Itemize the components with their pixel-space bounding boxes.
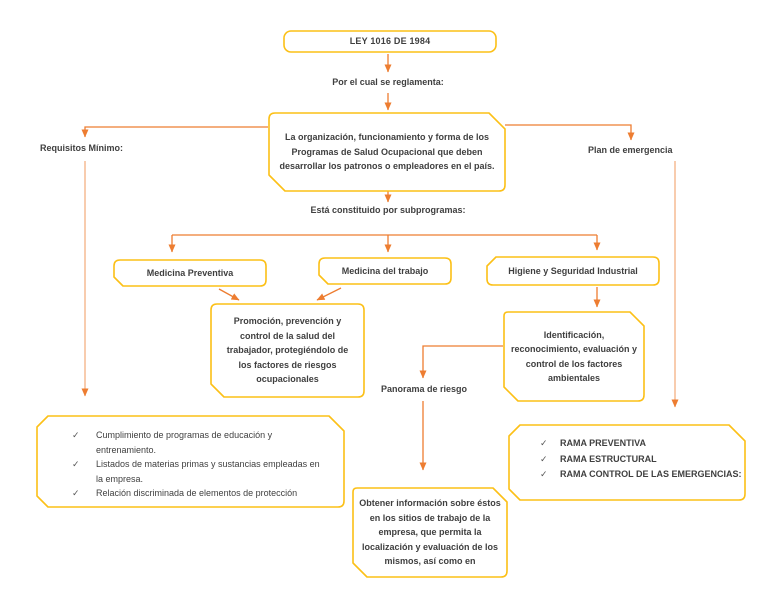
node-obtener-informacion: Obtener información sobre éstos en los s…: [352, 487, 508, 578]
rama-check-list: ✓ RAMA PREVENTIVA ✓ RAMA ESTRUCTURAL ✓ RAMA C…: [508, 424, 742, 483]
check-item-label: Cumplimiento de programas de educación y…: [96, 430, 273, 455]
arrow-trabajo-to-promocion: [316, 287, 342, 301]
check-icon: ✓: [540, 453, 548, 464]
check-item-label: RAMA CONTROL DE LAS EMERGENCIAS:: [560, 469, 742, 479]
arrow-org-to-plan: [505, 124, 635, 141]
node-identificacion-shape: [503, 311, 645, 402]
requisitos-check-list: ✓ Cumplimiento de programas de educación …: [36, 415, 324, 501]
node-identificacion: Identificación, reconocimiento, evaluaci…: [503, 311, 645, 402]
check-item: ✓ RAMA CONTROL DE LAS EMERGENCIAS:: [540, 467, 742, 483]
node-organizacion: La organización, funcionamiento y forma …: [268, 112, 506, 192]
label-requisitos-minimo: Requisitos Mínimo:: [40, 143, 123, 153]
node-organizacion-shape: [268, 112, 506, 192]
check-icon: ✓: [540, 438, 548, 448]
node-rama-checklist: ✓ RAMA PREVENTIVA ✓ RAMA ESTRUCTURAL ✓ RAMA C…: [508, 424, 746, 501]
check-icon: ✓: [72, 430, 80, 440]
node-medicina-trabajo-label: Medicina del trabajo: [341, 265, 429, 276]
node-promocion-shape: [210, 303, 365, 398]
node-medicina-preventiva-label: Medicina Preventiva: [146, 267, 234, 278]
node-identificacion-label: Identificación, reconocimiento, evaluaci…: [510, 329, 638, 384]
arrow-identificacion-to-panorama: [419, 345, 503, 379]
label-reglamenta: Por el cual se reglamenta:: [332, 77, 444, 87]
check-item: ✓ RAMA PREVENTIVA: [540, 436, 742, 452]
node-ley-1016: LEY 1016 DE 1984: [283, 30, 497, 53]
check-icon: ✓: [72, 488, 80, 498]
check-item: ✓ Relación discriminada de elementos de p…: [72, 486, 324, 501]
node-ley-1016-shape: [283, 30, 497, 53]
label-subprogramas: Está constituido por subprogramas:: [310, 205, 466, 215]
node-medicina-preventiva: Medicina Preventiva: [113, 259, 267, 287]
node-obtener-informacion-shape: [352, 487, 508, 578]
check-item: ✓ Listados de materias primas y sustancia…: [72, 457, 324, 486]
check-item: ✓ RAMA ESTRUCTURAL: [540, 452, 742, 468]
check-icon: ✓: [72, 459, 80, 469]
check-item: ✓ Cumplimiento de programas de educación …: [72, 428, 324, 457]
check-item-label: RAMA ESTRUCTURAL: [560, 453, 657, 464]
node-higiene-seguridad-label: Higiene y Seguridad Industrial: [508, 265, 638, 276]
label-plan-emergencia: Plan de emergencia: [588, 145, 673, 155]
node-ley-1016-label: LEY 1016 DE 1984: [349, 36, 431, 47]
node-medicina-trabajo-shape: [318, 257, 452, 285]
arrow-org-to-requisitos: [81, 126, 268, 138]
node-promocion-label: Promoción, prevención y control de la sa…: [226, 316, 349, 385]
arrow-preventiva-to-promocion: [218, 288, 240, 301]
node-higiene-seguridad: Higiene y Seguridad Industrial: [486, 256, 660, 286]
node-higiene-seguridad-shape: [486, 256, 660, 286]
node-medicina-trabajo: Medicina del trabajo: [318, 257, 452, 285]
node-medicina-preventiva-shape: [113, 259, 267, 287]
check-item-label: Relación discriminada de elementos de pr…: [96, 488, 298, 498]
check-item-label: Listados de materias primas y sustancias…: [96, 459, 320, 484]
node-obtener-informacion-label: Obtener información sobre éstos en los s…: [359, 498, 501, 567]
check-item-label: RAMA PREVENTIVA: [560, 438, 647, 448]
check-icon: ✓: [540, 469, 548, 479]
node-rama-checklist-shape: [508, 424, 746, 501]
node-organizacion-label: La organización, funcionamiento y forma …: [279, 132, 495, 172]
label-panorama-riesgo: Panorama de riesgo: [381, 384, 468, 394]
node-requisitos-checklist-shape: [36, 415, 345, 508]
node-promocion: Promoción, prevención y control de la sa…: [210, 303, 365, 398]
node-requisitos-checklist: ✓ Cumplimiento de programas de educación …: [36, 415, 345, 508]
